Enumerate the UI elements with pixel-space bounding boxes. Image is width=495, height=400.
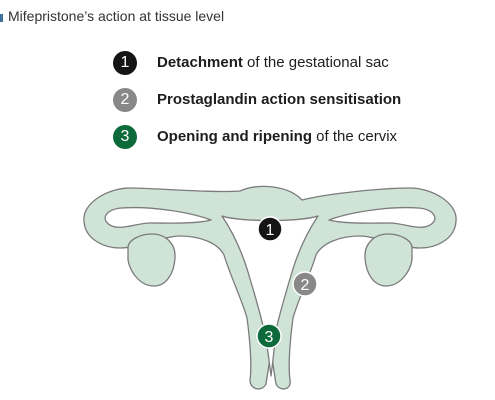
legend-rest-cervix: of the cervix: [312, 128, 398, 145]
legend-bold-detachment: Detachment: [157, 54, 243, 71]
left-ovary: [127, 233, 176, 287]
left-tube-lumen: [104, 206, 212, 228]
marker-2: 2: [292, 271, 318, 297]
marker-1: 1: [257, 216, 283, 242]
legend-item-prostaglandin: 2 Prostaglandin action sensitisation: [113, 87, 483, 113]
figure-title: Mifepristone’s action at tissue level: [8, 8, 225, 24]
legend-text-cervix: Opening and ripening of the cervix: [157, 128, 397, 146]
marker-2-circle: [292, 271, 318, 297]
title-accent-bar: [0, 14, 3, 22]
marker-1-circle: [257, 216, 283, 242]
legend-bold-prostaglandin: Prostaglandin action sensitisation: [157, 91, 402, 108]
uterus-illustration: [83, 185, 457, 390]
legend-badge-2: 2: [113, 88, 137, 112]
legend-badge-3: 3: [113, 125, 137, 149]
legend-bold-cervix: Opening and ripening: [157, 128, 312, 145]
marker-3-label: 3: [265, 329, 274, 346]
right-ovary: [364, 233, 413, 287]
marker-3: 3: [256, 323, 282, 349]
legend-item-detachment: 1 Detachment of the gestational sac: [113, 50, 483, 76]
legend-rest-detachment: of the gestational sac: [242, 54, 389, 71]
legend: 1 Detachment of the gestational sac 2 Pr…: [113, 50, 483, 161]
legend-item-cervix: 3 Opening and ripening of the cervix: [113, 124, 483, 150]
right-tube-lumen: [328, 206, 436, 228]
marker-1-label: 1: [266, 222, 275, 239]
marker-2-label: 2: [301, 277, 310, 294]
marker-3-circle: [256, 323, 282, 349]
legend-text-detachment: Detachment of the gestational sac: [157, 54, 389, 72]
legend-text-prostaglandin: Prostaglandin action sensitisation: [157, 91, 401, 109]
legend-badge-1: 1: [113, 51, 137, 75]
